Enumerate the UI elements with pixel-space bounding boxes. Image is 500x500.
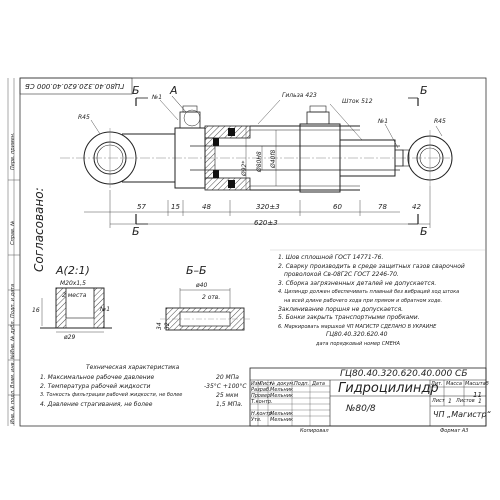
callout-1c: №1 bbox=[100, 306, 111, 313]
note-line: 3. Сборка загрязненных деталей не допуск… bbox=[278, 279, 437, 287]
callout-1a: №1 bbox=[152, 94, 163, 101]
note-line: 6. Маркировать маршкой ЧП МАГИСТР СДЕЛАН… bbox=[278, 323, 437, 330]
dim-48: 48 bbox=[202, 203, 211, 211]
margin-label-inv-podl: Инв. № подл. bbox=[10, 389, 16, 425]
dim-320: 320±3 bbox=[256, 203, 280, 211]
note-line: проволокой Св-08Г2С ГОСТ 2246-70. bbox=[284, 271, 399, 279]
title-name: Гидроцилиндр bbox=[338, 381, 439, 396]
margin-label-perv: Перв. примен. bbox=[10, 132, 16, 170]
tech-row: 3. Тонкость фильтрации рабочей жидкости,… bbox=[40, 392, 250, 401]
tb-person-3: Мельник bbox=[270, 411, 294, 417]
tech-row: 4. Давление страгивания, не более 1,5 МП… bbox=[40, 401, 250, 410]
tb-mass-label: Масса bbox=[446, 381, 462, 387]
section-label-b-top-left: Б bbox=[132, 84, 140, 97]
tb-sheets-label: Листов bbox=[456, 398, 475, 404]
view-bb-title: Б–Б bbox=[186, 264, 207, 277]
note-line: Заклинивание поршня не допускается. bbox=[278, 305, 404, 313]
callout-gilza: Гильза 423 bbox=[282, 92, 317, 99]
tb-nkontr: Н.контр. bbox=[251, 411, 274, 417]
section-label-b-top-right: Б bbox=[420, 84, 428, 97]
dim-620: 620±3 bbox=[254, 219, 278, 227]
dia-40: Ø40f8 bbox=[270, 149, 277, 168]
tech-table: 1. Максимальное рабочее давление 20 МПа … bbox=[40, 374, 250, 410]
view-bb-holes: 2 отв. bbox=[202, 294, 221, 301]
tb-utv: Утв. bbox=[251, 417, 262, 423]
section-label-b-bottom-right: Б bbox=[420, 225, 428, 238]
title-doc-number: ГЦ80.40.320.620.40.000 СБ bbox=[340, 369, 468, 379]
tb-sheet-label: Лист bbox=[432, 398, 445, 404]
view-a-thread: М20х1,5 bbox=[60, 280, 86, 287]
view-a-dim-16: 16 bbox=[32, 307, 40, 314]
tech-row-value: -35°С +100°С bbox=[204, 383, 247, 390]
note-line: 1. Шов сплошной ГОСТ 14771-76. bbox=[278, 254, 384, 261]
tb-prov: Провер. bbox=[251, 393, 272, 399]
tech-title: Техническая характеристика bbox=[86, 364, 180, 371]
dim-60: 60 bbox=[333, 203, 342, 211]
note-line: дата порядковый номер СМЕНА bbox=[316, 340, 400, 347]
tech-row: 2. Температура рабочей жидкости -35°С +1… bbox=[40, 383, 250, 392]
tech-row: 1. Максимальное рабочее давление 20 МПа bbox=[40, 374, 250, 383]
tech-row-label: 3. Тонкость фильтрации рабочей жидкости,… bbox=[40, 392, 183, 398]
view-a-dim-29: ø29 bbox=[64, 334, 76, 341]
margin-label-vzam: Взам. инв. № bbox=[10, 354, 16, 388]
tech-row-value: 20 МПа bbox=[216, 374, 239, 381]
tb-data: Дата bbox=[312, 381, 325, 387]
dia-927: Ø92* bbox=[241, 160, 248, 176]
tb-lit-label: Лит. bbox=[431, 381, 443, 387]
tb-ndok: № докум. bbox=[270, 381, 295, 387]
tech-row-label: 2. Температура рабочей жидкости bbox=[40, 383, 151, 390]
label-r45-right: R45 bbox=[434, 118, 446, 125]
top-doc-number: ГЦ80.40.320.620.40.000 СБ bbox=[25, 82, 125, 90]
label-r45-left: R45 bbox=[78, 114, 90, 121]
tech-row-label: 1. Максимальное рабочее давление bbox=[40, 374, 155, 381]
dia-80: Ø80Н8 bbox=[256, 151, 263, 172]
view-a-places: 2 места bbox=[62, 292, 87, 299]
title-block bbox=[249, 367, 487, 427]
tb-person-1: Мельник bbox=[270, 387, 294, 393]
note-line: 4. Цилиндр должен обеспечивать плавный б… bbox=[278, 289, 460, 296]
tb-tkontr: Т.контр. bbox=[251, 399, 273, 405]
tb-sheet-value: 1 bbox=[448, 398, 452, 405]
note-line: 2. Сварку производить в среде защитных г… bbox=[278, 262, 465, 270]
top-doc-box bbox=[19, 77, 133, 95]
dim-15: 15 bbox=[171, 203, 180, 211]
tb-format: Формат А3 bbox=[440, 428, 469, 434]
section-label-a: А bbox=[170, 84, 178, 97]
callout-shtok: Шток 512 bbox=[342, 98, 373, 105]
tech-row-value: 1,5 МПа. bbox=[216, 401, 243, 408]
tb-copied: Копировал bbox=[300, 428, 329, 434]
callout-1b: №1 bbox=[378, 118, 389, 125]
dim-42: 42 bbox=[412, 203, 421, 211]
dim-78: 78 bbox=[378, 203, 387, 211]
tb-scale-value: 11 bbox=[473, 391, 482, 399]
note-line: 5. Бонки закрыть транспортными пробками. bbox=[278, 314, 420, 322]
view-bb-dim-32: 32 bbox=[164, 322, 171, 330]
tb-person-4: Мельник bbox=[270, 417, 294, 423]
tech-row-value: 25 мкм bbox=[216, 392, 239, 399]
view-bb-dia: ø40 bbox=[196, 282, 208, 289]
soglasovano-label: Согласовано: bbox=[32, 187, 46, 272]
dim-57: 57 bbox=[137, 203, 146, 211]
note-line: ГЦ80.40.320.620.40 bbox=[326, 331, 388, 339]
note-line: на всей длине рабочего хода при прямом и… bbox=[284, 297, 443, 304]
tb-person-2: Мельник bbox=[270, 393, 294, 399]
title-number: №80/8 bbox=[346, 404, 376, 414]
tb-podp: Подп. bbox=[294, 381, 310, 387]
view-bb-dim-34: 34 bbox=[156, 322, 163, 330]
title-company: ЧП „Магистр“ bbox=[433, 410, 491, 419]
tb-razrab: Разраб. bbox=[251, 387, 271, 393]
tb-scale-label: Масштаб bbox=[465, 381, 489, 387]
notes-list: 1. Шов сплошной ГОСТ 14771-76. 2. Сварку… bbox=[278, 254, 484, 349]
margin-label-inv-dubl: Инв. № дубл. bbox=[10, 319, 16, 354]
section-label-b-bottom-left: Б bbox=[132, 225, 140, 238]
view-a-title: А(2:1) bbox=[56, 264, 90, 277]
tech-row-label: 4. Давление страгивания, не более bbox=[40, 401, 153, 408]
margin-label-sprav: Справ. № bbox=[10, 220, 16, 245]
tb-izm: Изм bbox=[251, 381, 262, 387]
tb-sheets-value: 1 bbox=[478, 398, 482, 405]
margin-label-podp: Подп. и дата bbox=[10, 283, 16, 318]
tb-list: Лист bbox=[259, 381, 272, 387]
